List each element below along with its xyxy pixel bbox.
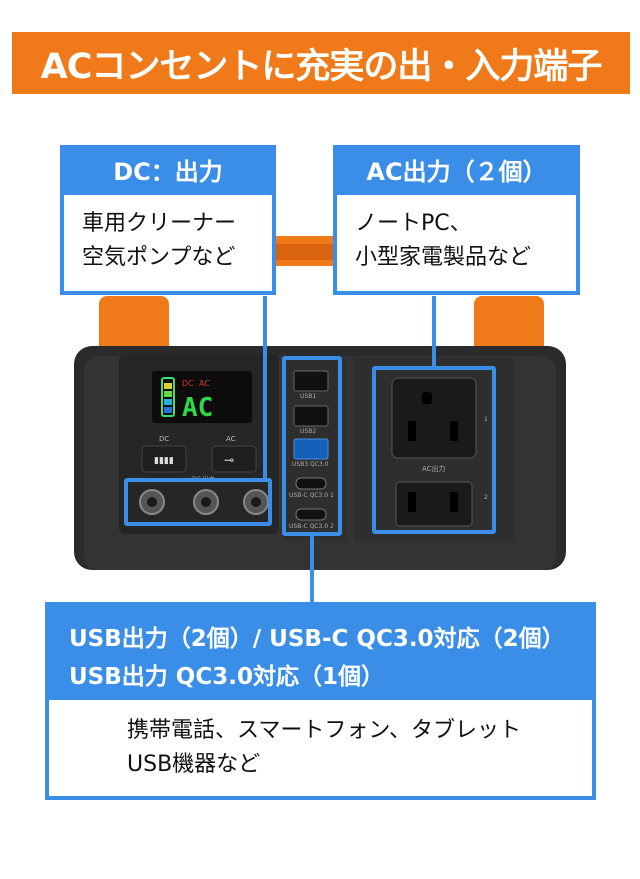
- ac-power-button[interactable]: [211, 445, 257, 473]
- usb-port-2[interactable]: [293, 405, 329, 427]
- svg-text:AC: AC: [182, 393, 213, 423]
- ac-output-text-2: 小型家電製品など: [355, 245, 532, 270]
- usbc1-label: USB-C QC3.0 1: [289, 492, 334, 499]
- dc-output-heading: DC：出力: [64, 149, 272, 195]
- svg-text:⊸: ⊸: [224, 453, 234, 467]
- lcd-display: [152, 371, 252, 423]
- usb-output-text-1: 携帯電話、スマートフォン、タブレット: [127, 718, 522, 743]
- usb-c-port-1[interactable]: [295, 477, 327, 490]
- handle-right: [474, 296, 544, 356]
- dc-output-text-1: 車用クリーナー: [82, 211, 237, 236]
- display-dc-label: DC: [182, 379, 194, 388]
- usb-connector-line: [310, 534, 314, 606]
- ac-outlet-number-2: 2: [484, 494, 488, 501]
- usb-port-1[interactable]: [293, 370, 329, 392]
- usb2-label: USB2: [300, 428, 317, 435]
- battery-icon: [161, 377, 175, 417]
- ac-output-text-1: ノートPC、: [355, 211, 472, 236]
- usb-output-callout: USB出力（2個）/ USB-C QC3.0対応（2個） USB出力 QC3.0…: [45, 602, 596, 800]
- usb-port-3-qc[interactable]: [293, 438, 329, 460]
- handle-left: [99, 296, 169, 356]
- ac-connector-line: [432, 296, 436, 368]
- usb-output-heading-2: USB出力 QC3.0対応（1個）: [69, 664, 384, 690]
- dc-connector-line: [263, 296, 267, 480]
- ac-outlet-number-1: 1: [484, 416, 488, 423]
- usb3-label: USB3 QC3.0: [292, 461, 329, 468]
- usbc2-label: USB-C QC3.0 2: [289, 523, 334, 530]
- usb-output-heading-1: USB出力（2個）/ USB-C QC3.0対応（2個）: [69, 626, 565, 652]
- ac-output-heading: AC出力（２個）: [337, 149, 576, 195]
- dc-output-callout: DC：出力 車用クリーナー 空気ポンプなど: [60, 145, 276, 295]
- dc-power-button[interactable]: [141, 445, 187, 473]
- svg-text:▮▮▮▮: ▮▮▮▮: [154, 456, 174, 466]
- button-dc-caption: DC: [159, 435, 169, 443]
- page-title: ACコンセントに充実の出・入力端子: [40, 46, 603, 87]
- dc-output-text-2: 空気ポンプなど: [82, 245, 236, 270]
- ac-panel-label: AC出力: [422, 465, 446, 473]
- page-title-banner: ACコンセントに充実の出・入力端子: [12, 32, 630, 94]
- ac-output-callout: AC出力（２個） ノートPC、 小型家電製品など: [333, 145, 580, 295]
- usb1-label: USB1: [300, 393, 317, 400]
- dc-ports-highlight: [124, 478, 272, 526]
- display-ac-label: AC: [199, 379, 210, 388]
- usb-ports-highlight: [282, 356, 342, 536]
- usb-output-text-2: USB機器など: [127, 752, 261, 777]
- usb-c-port-2[interactable]: [295, 508, 327, 521]
- ac-outlets-highlight: [372, 366, 496, 534]
- button-ac-caption: AC: [226, 435, 236, 443]
